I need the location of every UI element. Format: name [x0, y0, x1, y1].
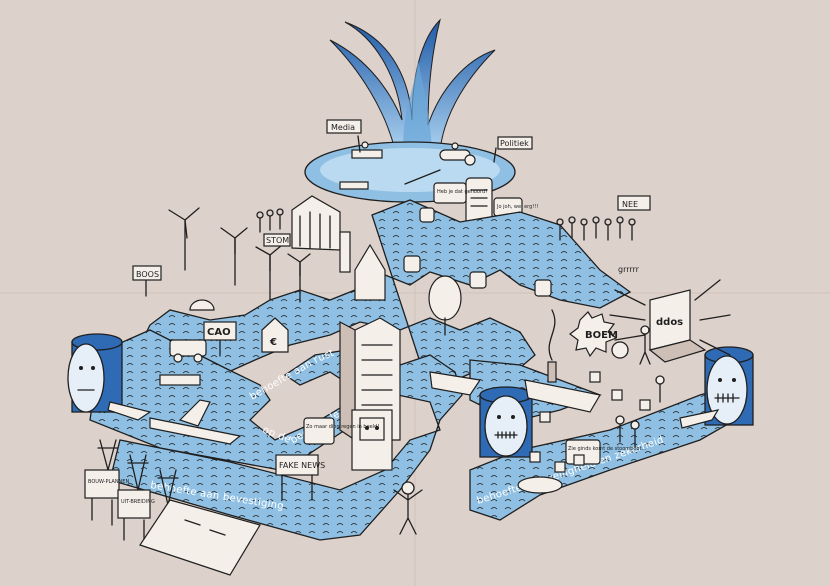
- nee-sign: NEE: [617, 195, 651, 211]
- bouwplannen-sign: BOUW-PLANNEN: [84, 469, 129, 526]
- fake-news-label: FAKE NEWS: [279, 461, 325, 470]
- zie-ginds-label: Zie ginds komt de stoomboot...: [568, 446, 647, 452]
- ddos-arrows: [609, 279, 731, 356]
- stom-label: STOM: [266, 236, 289, 245]
- zoo-maar-note: Zo maar ding regen in beeld!: [303, 417, 379, 445]
- robot-factory: [351, 409, 393, 471]
- steamboat: [524, 309, 601, 413]
- laptop-ddos: ddos: [648, 289, 707, 363]
- road: [139, 499, 261, 576]
- uitbreiding-sign: UIT-BREIDING: [117, 489, 155, 546]
- barn: [291, 195, 341, 251]
- gift-boxes: [529, 371, 651, 473]
- boem-label: BOEM: [585, 330, 618, 341]
- media-sign: Media: [326, 119, 362, 153]
- drum-left: [67, 333, 123, 413]
- tree: [428, 275, 462, 336]
- speedboat-left: [107, 401, 152, 421]
- ferry: [429, 371, 482, 396]
- uitbreiding-label: UIT-BREIDING: [121, 499, 155, 505]
- submarine: [517, 476, 563, 494]
- protest-crowd: [556, 216, 636, 241]
- boos-sign: BOOS: [132, 265, 162, 297]
- fountain: [329, 18, 496, 160]
- grrrr-label: grrrrr: [618, 265, 640, 274]
- boos-label: BOOS: [136, 270, 159, 279]
- bubble-heb: Heb je dat gehoord?: [437, 189, 488, 195]
- ddos-label: ddos: [656, 317, 683, 328]
- euro-label: €: [269, 337, 277, 348]
- boem-explosion: BOEM: [569, 311, 618, 358]
- church: [339, 231, 386, 301]
- helmet-dome: [189, 299, 215, 311]
- zoo-maar-label: Zo maar ding regen in beeld!: [306, 424, 379, 430]
- wind-turbines: [168, 207, 311, 303]
- figures-right: [611, 325, 665, 448]
- fake-news-board: FAKE NEWS: [275, 454, 325, 501]
- speedboat-right: [679, 409, 720, 429]
- euro-house: €: [261, 317, 289, 353]
- nee-label: NEE: [622, 200, 638, 209]
- cao-label: CAO: [207, 327, 231, 338]
- pond-figures: [339, 141, 476, 190]
- media-label: Media: [331, 123, 355, 132]
- power-pylons: [97, 439, 179, 506]
- politiek-label: Politiek: [500, 139, 529, 148]
- phone-bubbles: Heb je dat gehoord? Jo joh, wel erg!!!: [433, 177, 538, 229]
- social-icons: [403, 207, 552, 297]
- cao-protester: CAO: [203, 321, 237, 357]
- jeep-and-cars: [159, 339, 207, 386]
- politiek-sign: Politiek: [493, 136, 533, 163]
- bouwplannen-label: BOUW-PLANNEN: [88, 479, 129, 485]
- bubble-jo: Jo joh, wel erg!!!: [496, 204, 538, 210]
- airplane: [149, 399, 242, 445]
- stom-protest: STOM: [256, 208, 291, 247]
- drum-middle: [479, 386, 533, 458]
- waving-figure: [393, 481, 423, 535]
